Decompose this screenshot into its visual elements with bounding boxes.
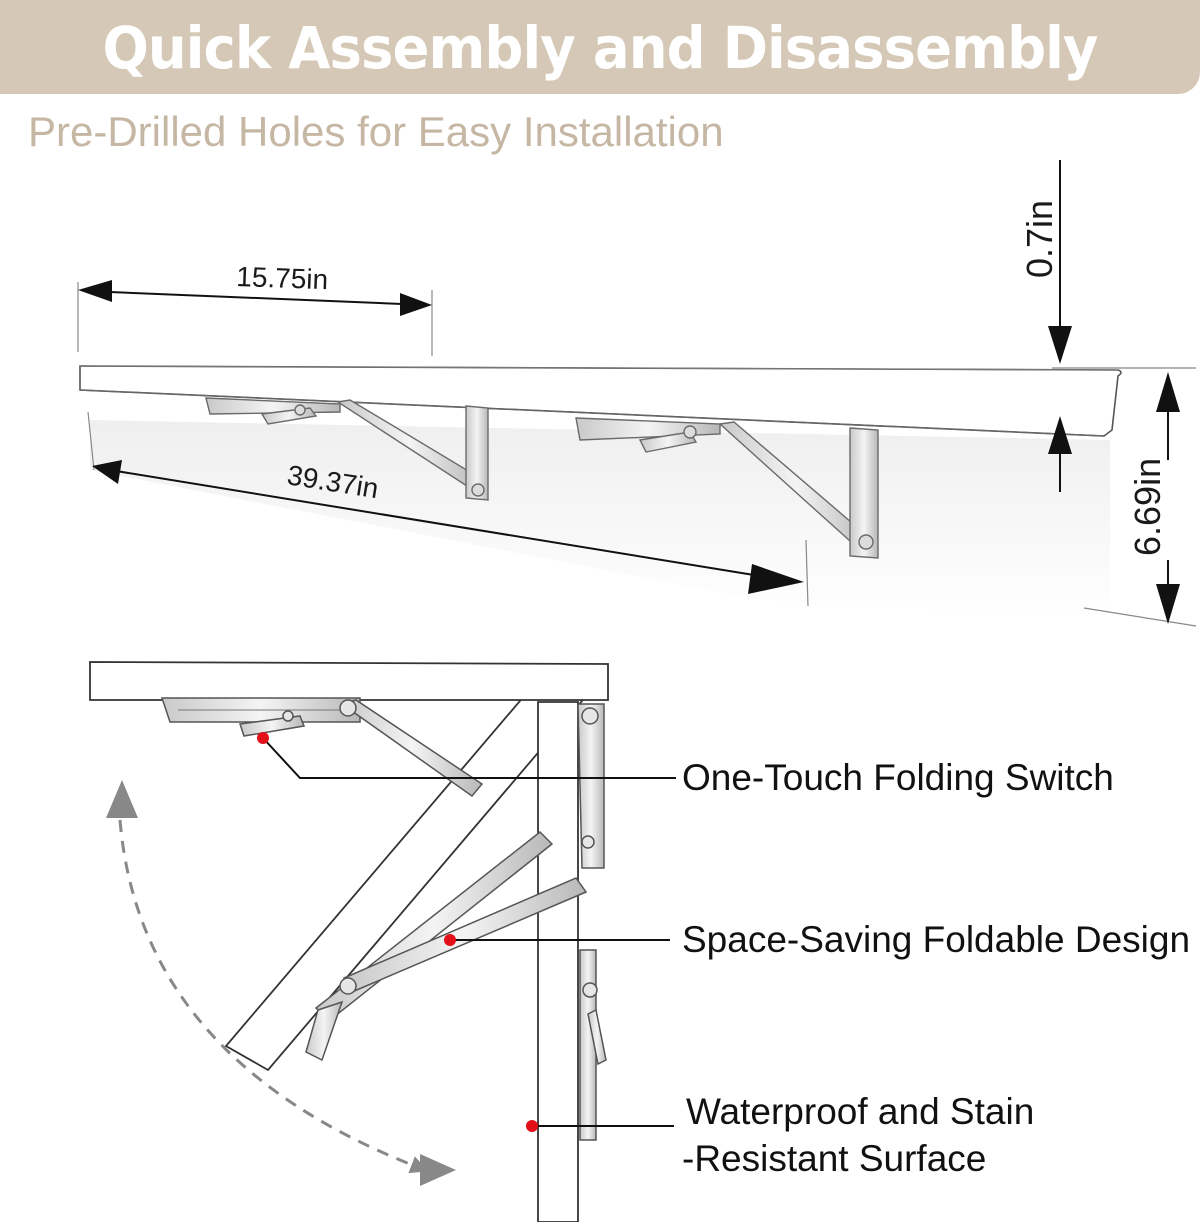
folding-diagram: [89, 661, 676, 1222]
tabletop-vertical: [537, 701, 579, 1222]
bracket-right: [575, 417, 879, 559]
floor-shadow: [90, 420, 1110, 620]
fold-arrow-head-bottom: [420, 1154, 456, 1186]
callout-foldable-design: Space-Saving Foldable Design: [682, 919, 1191, 960]
fold-direction-arrow: [118, 819, 429, 1174]
page-subtitle: Pre-Drilled Holes for Easy Installation: [28, 108, 724, 155]
bracket-folding: [305, 830, 588, 1062]
bracket-open: [160, 697, 605, 869]
title-banner: [0, 0, 1200, 94]
callout-leaders: [262, 737, 676, 1127]
table-top: [79, 365, 1122, 437]
bracket-left: [205, 397, 489, 501]
fold-arrow-head-top: [106, 780, 138, 818]
dimension-height: 6.69in: [1083, 372, 1197, 627]
marker-foldable-design: [444, 934, 456, 946]
dimension-thickness: 0.7in: [1019, 160, 1196, 492]
dimension-depth-label: 15.75in: [236, 261, 329, 295]
marker-folding-switch: [257, 732, 269, 744]
page-title: Quick Assembly and Disassembly: [102, 14, 1098, 82]
table-3d-view: 15.75in 39.37in 0.7in 6.69in: [77, 160, 1197, 627]
bracket-folded: [579, 949, 607, 1141]
callout-folding-switch: One-Touch Folding Switch: [682, 757, 1114, 798]
dimension-width: 39.37in: [87, 411, 809, 607]
dimension-depth: 15.75in: [77, 261, 433, 356]
callout-surface-line-2: -Resistant Surface: [682, 1138, 987, 1179]
dimension-thickness-label: 0.7in: [1019, 200, 1060, 278]
callout-surface-line-1: Waterproof and Stain: [686, 1091, 1035, 1132]
tabletop-open: [89, 661, 609, 701]
dimension-height-label: 6.69in: [1127, 458, 1168, 556]
marker-surface: [526, 1120, 538, 1132]
